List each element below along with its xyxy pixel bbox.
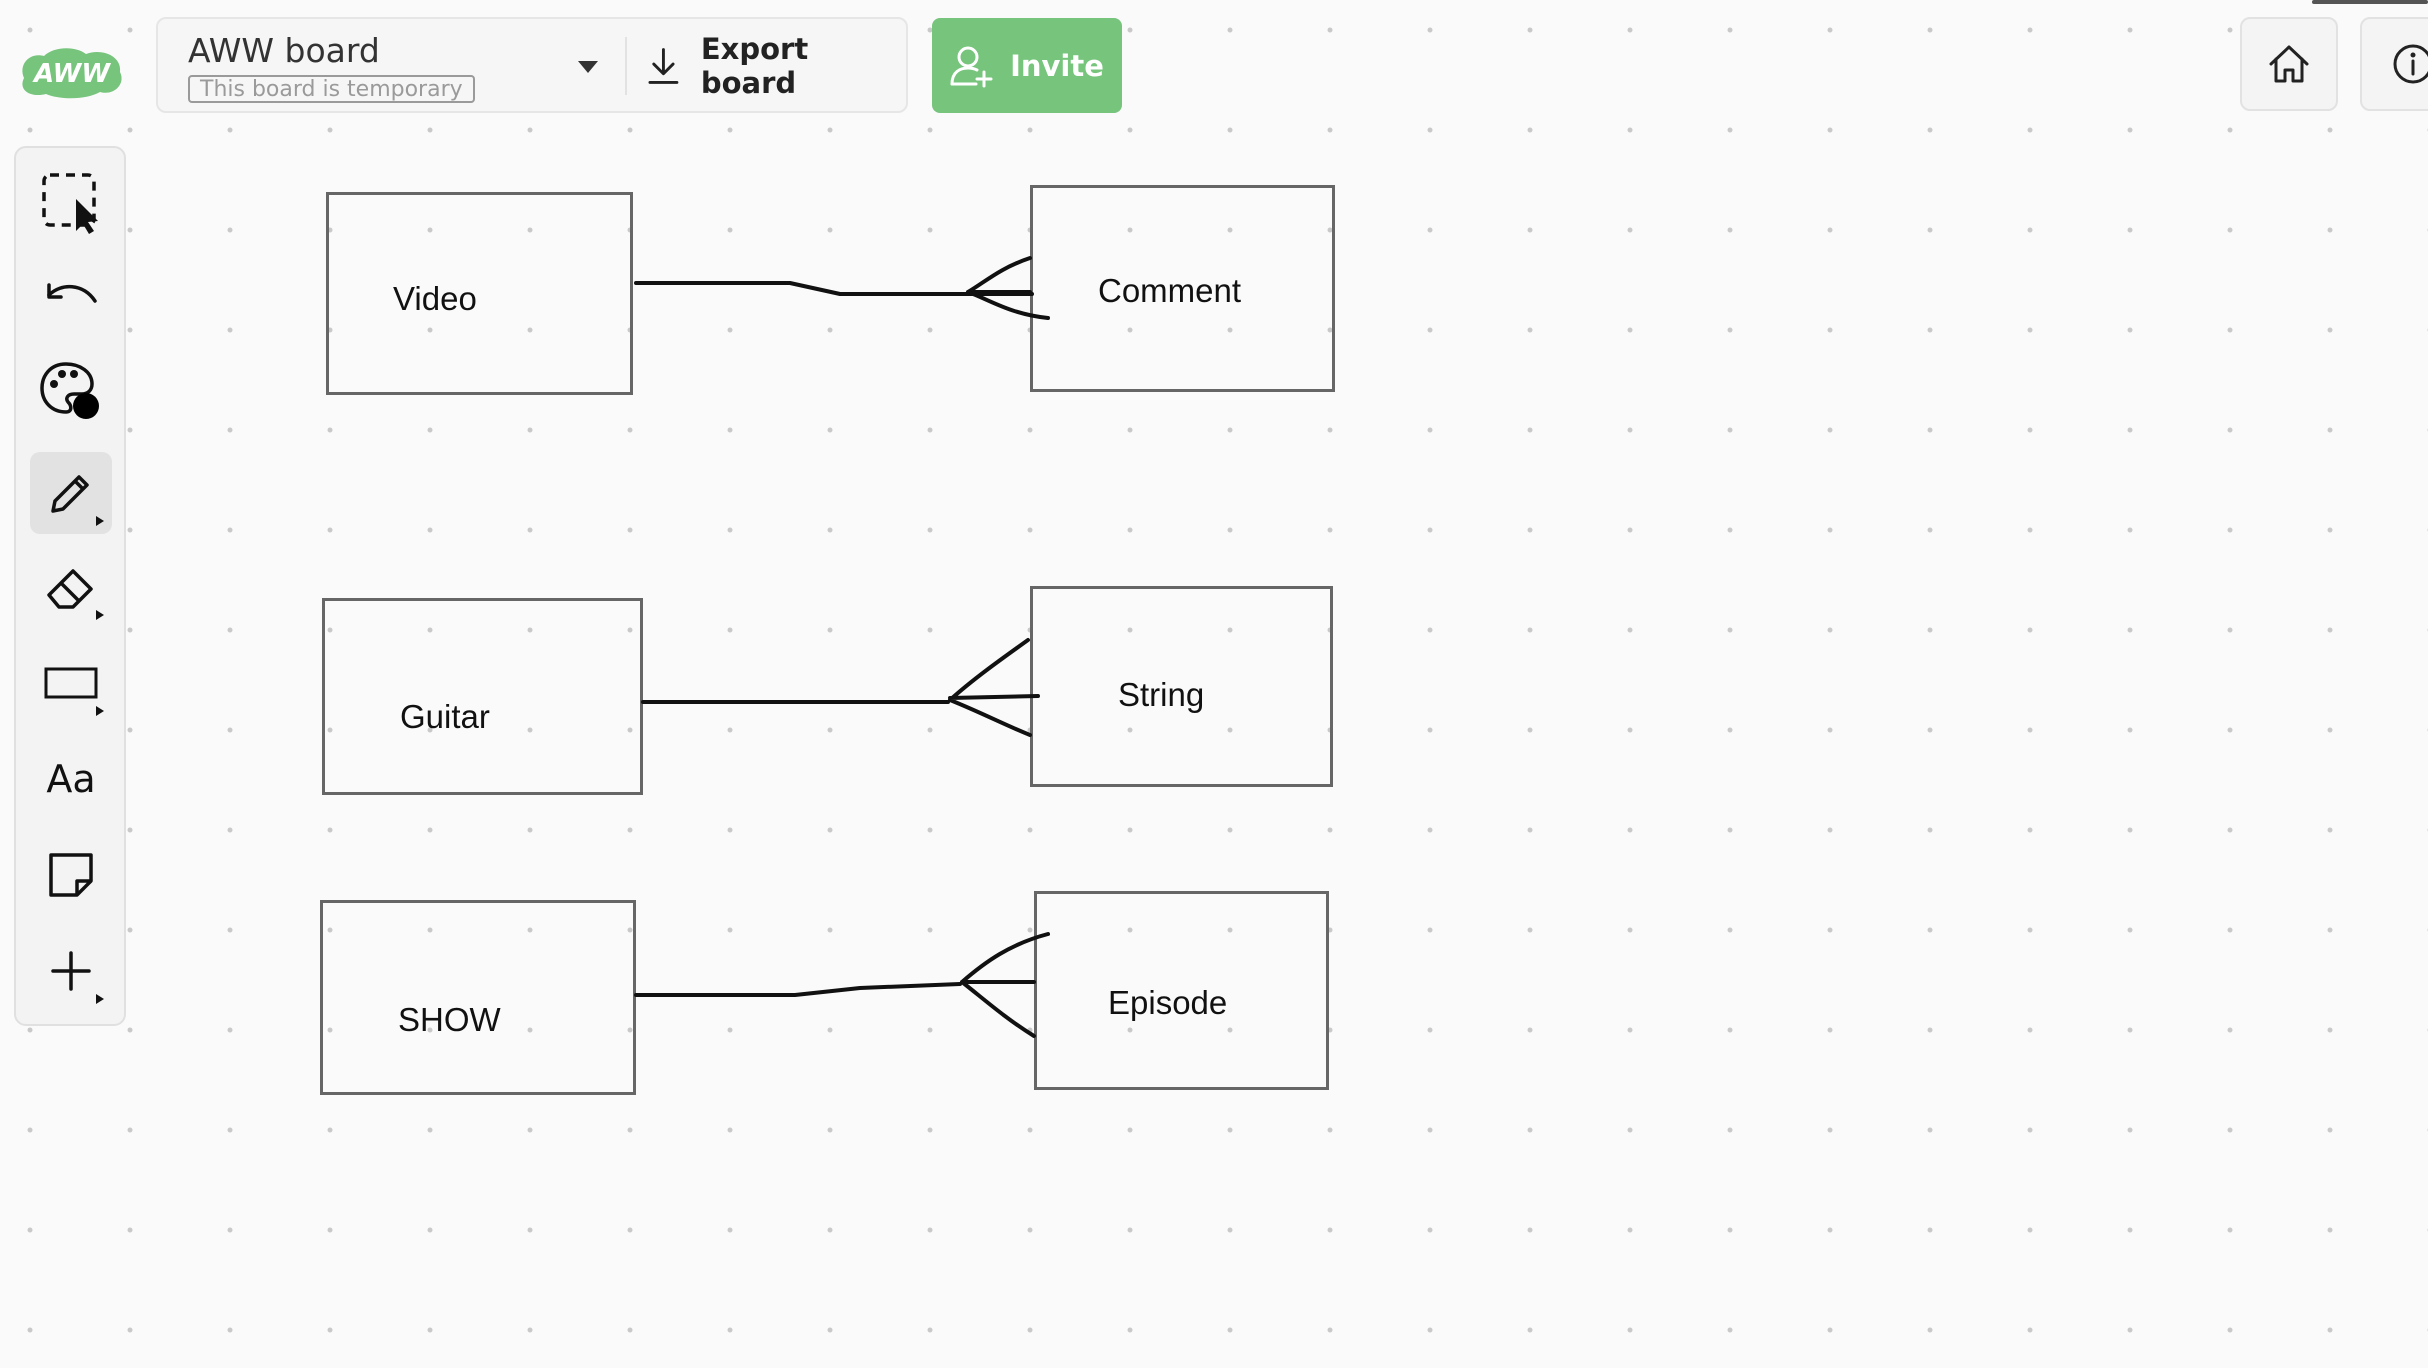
entity-box-episode[interactable] xyxy=(1034,891,1329,1090)
entity-box-guitar[interactable] xyxy=(322,598,643,795)
select-cursor-icon xyxy=(42,173,98,234)
board-status-badge: This board is temporary xyxy=(188,75,475,103)
entity-box-string[interactable] xyxy=(1030,586,1333,787)
left-toolbar: Aa xyxy=(14,146,126,1026)
entity-box-show[interactable] xyxy=(320,900,636,1095)
add-user-icon xyxy=(950,46,993,87)
board-menu-caret-icon[interactable] xyxy=(568,49,608,85)
invite-button[interactable]: Invite xyxy=(932,18,1122,113)
home-button[interactable] xyxy=(2240,17,2338,111)
palette-icon xyxy=(40,362,99,419)
entity-label-show: SHOW xyxy=(398,1001,501,1038)
logo-text: AWW xyxy=(32,59,111,89)
submenu-indicator-icon xyxy=(96,610,104,620)
text-icon: Aa xyxy=(46,757,96,801)
submenu-indicator-icon xyxy=(96,516,104,526)
sticky-note-tool[interactable] xyxy=(30,834,112,916)
board-title-panel[interactable]: AWW board This board is temporary Export… xyxy=(156,17,908,113)
entity-label-video: Video xyxy=(393,280,477,317)
crowfoot-episode xyxy=(960,932,1050,1038)
entity-box-comment[interactable] xyxy=(1030,185,1335,392)
eraser-icon xyxy=(47,569,93,609)
crowfoot-comment xyxy=(966,256,1050,320)
board-title[interactable]: AWW board xyxy=(188,31,380,70)
export-board-button[interactable]: Export board xyxy=(648,32,906,100)
undo-tool[interactable] xyxy=(30,256,112,338)
eraser-tool[interactable] xyxy=(30,546,112,628)
entity-label-guitar: Guitar xyxy=(400,698,490,735)
submenu-indicator-icon xyxy=(96,994,104,1004)
info-button[interactable] xyxy=(2360,17,2428,111)
entity-label-episode: Episode xyxy=(1108,984,1228,1021)
connector-show-episode xyxy=(634,982,962,997)
text-tool[interactable]: Aa xyxy=(30,738,112,820)
info-icon xyxy=(2393,44,2428,84)
invite-label: Invite xyxy=(1010,48,1104,83)
color-tool[interactable] xyxy=(30,350,112,432)
export-board-label: Export board xyxy=(700,32,809,100)
entity-label-comment: Comment xyxy=(1098,272,1242,309)
entity-box-video[interactable] xyxy=(326,192,633,395)
aww-logo[interactable]: AWW xyxy=(16,44,128,100)
shape-tool[interactable] xyxy=(30,642,112,724)
crowfoot-string xyxy=(948,638,1040,737)
select-tool[interactable] xyxy=(30,162,112,244)
entity-label-string: String xyxy=(1118,676,1205,713)
panel-edge xyxy=(2312,0,2428,4)
submenu-indicator-icon xyxy=(96,706,104,716)
sticky-note-icon xyxy=(49,853,93,897)
more-tools[interactable] xyxy=(30,930,112,1012)
plus-icon xyxy=(51,951,91,991)
divider xyxy=(625,37,627,95)
pencil-icon xyxy=(51,475,89,513)
pen-tool[interactable] xyxy=(30,452,112,534)
rectangle-icon xyxy=(44,667,98,699)
download-icon xyxy=(648,48,679,84)
home-icon xyxy=(2269,45,2309,83)
undo-icon xyxy=(47,283,97,303)
